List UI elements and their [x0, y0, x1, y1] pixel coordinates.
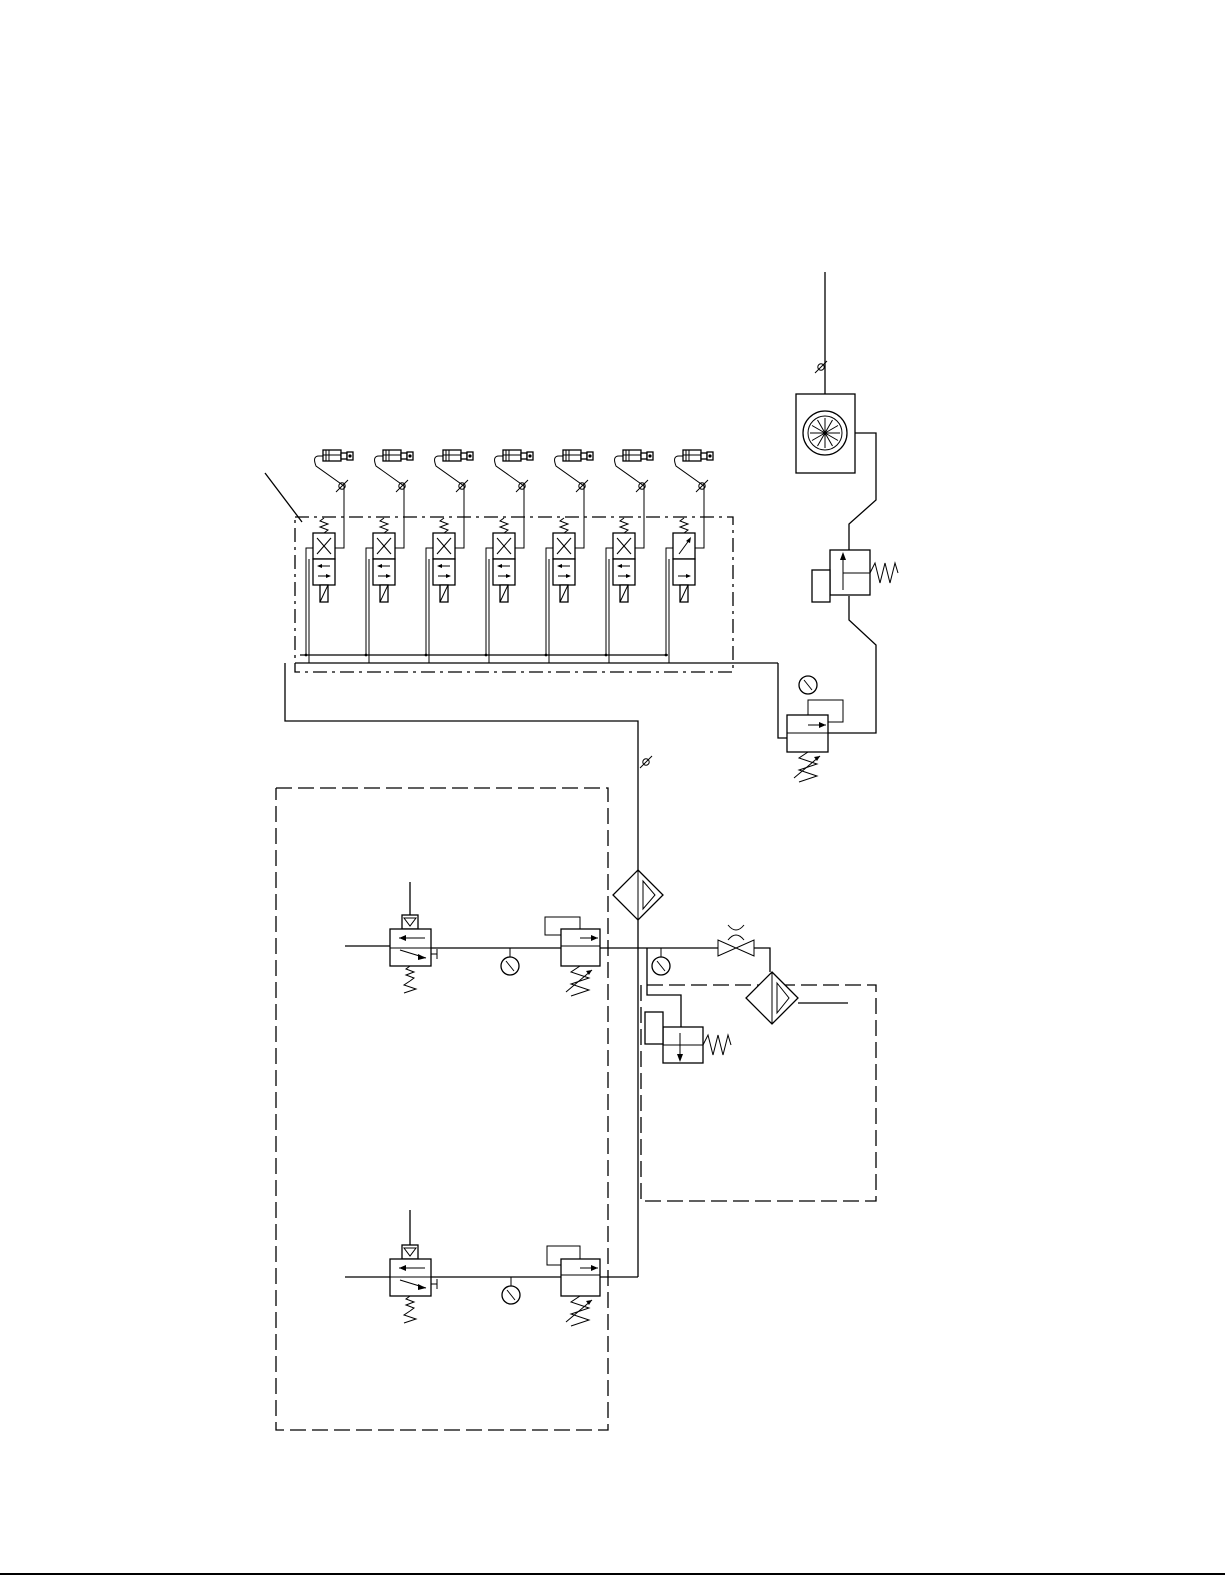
manifold	[285, 655, 787, 870]
valve-unit	[365, 450, 413, 663]
spring-icon	[500, 518, 508, 533]
actuator-icon	[319, 450, 353, 461]
actuator-icon	[679, 450, 713, 461]
spring-icon	[620, 518, 628, 533]
valve-unit	[305, 450, 353, 663]
air-filter-icon	[746, 972, 848, 1024]
compressor	[796, 272, 855, 473]
pressure-gauge-icon	[799, 676, 817, 694]
control-circuit-lower	[345, 1210, 638, 1326]
pressure-relief-valve-icon	[812, 550, 898, 602]
valve-bank	[305, 450, 713, 663]
valve-unit	[665, 450, 713, 663]
valve-position-b	[493, 559, 515, 585]
filter-enclosure	[641, 985, 876, 1201]
pressure-relief-valve-icon	[645, 1012, 731, 1063]
valve-position-b	[613, 559, 635, 585]
actuator-icon	[439, 450, 473, 461]
valve-unit	[605, 450, 653, 663]
valve-position-b	[433, 559, 455, 585]
control-circuit-upper	[345, 882, 600, 996]
pilot-valve-icon	[390, 915, 437, 993]
leader-line	[265, 473, 302, 522]
spring-icon	[560, 518, 568, 533]
spring-icon	[380, 518, 388, 533]
control-enclosure	[276, 788, 608, 1430]
spring-icon	[320, 518, 328, 533]
spring-icon	[440, 518, 448, 533]
valve-unit	[425, 450, 473, 663]
valve-position-a	[673, 533, 695, 559]
valve-position-b	[553, 559, 575, 585]
spring-icon	[680, 518, 688, 533]
valve-position-b	[313, 559, 335, 585]
actuator-icon	[499, 450, 533, 461]
valve-position-b	[673, 559, 695, 585]
valve-position-b	[373, 559, 395, 585]
needle-valve-icon	[718, 925, 770, 972]
pressure-gauge-icon	[502, 1286, 520, 1304]
valve-unit	[545, 450, 593, 663]
actuator-icon	[619, 450, 653, 461]
pressure-gauge-icon	[652, 957, 670, 975]
pressure-regulator-icon	[545, 917, 600, 996]
pressure-gauge-icon	[501, 957, 519, 975]
valve-unit	[485, 450, 533, 663]
pilot-valve-icon	[390, 1245, 437, 1323]
pressure-regulator-icon	[547, 1246, 600, 1326]
pressure-regulator-icon	[787, 676, 843, 782]
actuator-icon	[379, 450, 413, 461]
actuator-icon	[559, 450, 593, 461]
